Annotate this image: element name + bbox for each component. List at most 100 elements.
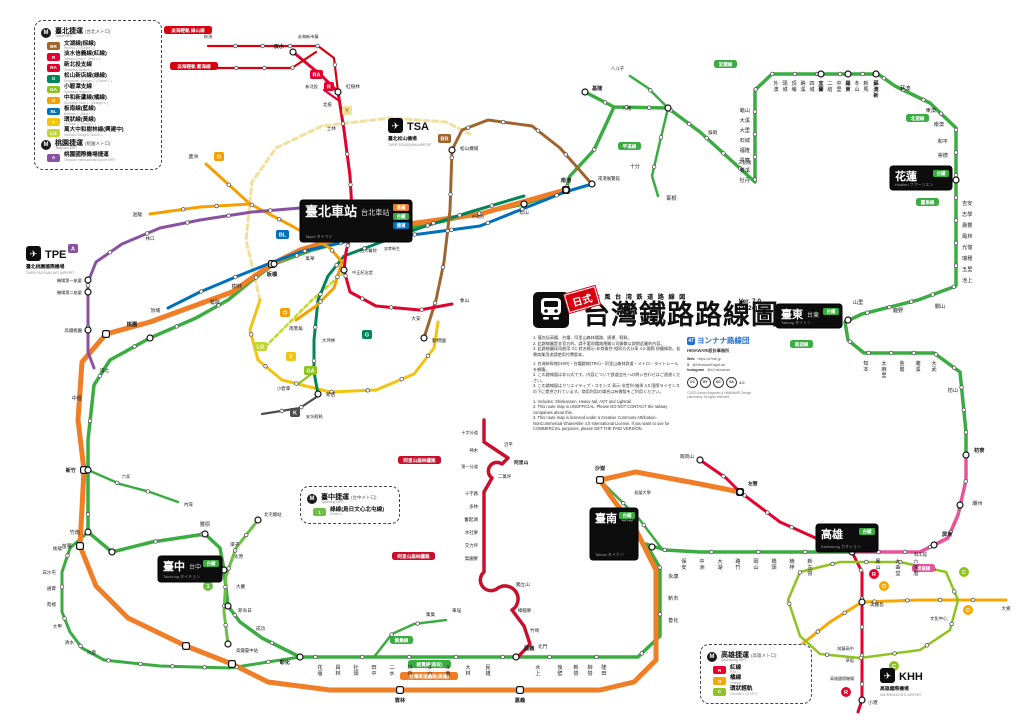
- line-name-badge: [170, 62, 218, 70]
- station-dot: [898, 559, 903, 565]
- station-dot: [658, 135, 664, 140]
- station-dot: [864, 559, 869, 565]
- station-label: 六塊厝: [913, 557, 918, 577]
- station-label: 貢寮: [740, 156, 750, 164]
- station-dot: [340, 121, 346, 126]
- station-label: 蘆洲: [188, 153, 198, 160]
- station-dot: [85, 283, 91, 288]
- station-dot: [311, 358, 317, 363]
- note-line: 1. 僅包括高鐵、台鐵、阿里山森林鐵路、捷運、輕軌。: [533, 335, 632, 341]
- station-label: 文化中心: [930, 615, 948, 622]
- station-dot: [602, 100, 608, 105]
- station-label: 柳營: [587, 663, 592, 677]
- line-badge-bl: BL: [47, 107, 60, 116]
- station-dot: [233, 274, 238, 280]
- station-label: 鹿野: [893, 306, 904, 314]
- station-dot: [592, 147, 597, 152]
- station-label: 第一分道: [461, 463, 479, 470]
- station-label: 樹林: [232, 282, 243, 290]
- station-dot: [78, 643, 83, 649]
- station-dot: [752, 177, 758, 182]
- station-label: 忠孝新生: [384, 245, 400, 251]
- station-dot: [951, 284, 957, 289]
- station-label: 頂埔: [150, 307, 160, 314]
- station-label: 潮州: [972, 499, 982, 507]
- legend-taoyuan-title-en: Taoyuan MRT: [55, 145, 78, 150]
- line-name-badge-text: 北迴線: [911, 115, 925, 122]
- station-label: 大湖: [717, 557, 722, 571]
- station-label: 外澳: [773, 79, 779, 93]
- copyright-line: ©2023 Kanari Akiyanen & HIMAWARI Design …: [687, 390, 752, 399]
- rail-line: [372, 618, 448, 659]
- station-label: 菁桐: [666, 194, 676, 202]
- station-dot: [554, 193, 559, 198]
- airport-code: KHH: [899, 671, 923, 683]
- interchange-station-marker: [588, 180, 596, 188]
- line-badge-g: G: [47, 75, 60, 83]
- hsr-station-marker: [75, 541, 84, 550]
- station-label: 機場第二航廈: [57, 289, 82, 296]
- line-letter-badge: [280, 308, 290, 317]
- station-dot: [232, 548, 238, 553]
- station-dot: [267, 208, 273, 213]
- line-name-badge: [618, 142, 641, 150]
- interchange-station-marker: [858, 696, 866, 704]
- station-dot: [449, 227, 454, 232]
- station-label: 沙崙: [595, 464, 606, 472]
- station-dot: [930, 292, 935, 297]
- line-name-badge: [790, 340, 813, 348]
- station-dot: [753, 87, 758, 92]
- station-dot: [624, 105, 629, 110]
- operator-tag: [203, 560, 219, 567]
- station-label: 北門: [538, 643, 548, 650]
- station-label: 小碧潭: [277, 385, 291, 392]
- station-label: 苑裡: [47, 601, 57, 608]
- station-dot: [721, 474, 726, 479]
- interchange-station-marker: [224, 602, 232, 610]
- train-icon: [533, 292, 569, 328]
- interchange-station-marker: [84, 288, 92, 296]
- station-label: 壽豐: [962, 221, 972, 229]
- line-label: 松山新店線(綠線)Songshan-Xindian L. (Green L.): [64, 73, 112, 84]
- station-label: 雙溪: [740, 166, 750, 174]
- station-dot: [900, 87, 906, 93]
- station-label: 苗栗: [62, 543, 72, 550]
- line-label: 文湖線(棕線)Wenhu L. (Brown L.): [64, 40, 96, 51]
- station-label: 潭子: [230, 541, 240, 548]
- line-name-badge-text: 集集線: [394, 637, 409, 644]
- note-line: 2. この路線図は非公式です。内容について鉄道会社への問い合わせはご遠慮ください…: [533, 372, 681, 383]
- legend-taoyuan-title-jp: (桃園メトロ): [84, 140, 111, 146]
- station-label: 豐原: [200, 520, 210, 528]
- line-letter-badge: [438, 134, 451, 143]
- station-label: 大里: [740, 126, 750, 134]
- station-label: 福隆: [740, 146, 751, 154]
- web-url: https://s7rail.jp: [697, 357, 721, 362]
- line-badge-br: BR: [47, 42, 60, 50]
- rail-line: [322, 88, 340, 102]
- operator-tag-text: 台鐵: [623, 512, 632, 519]
- design-studio: HIMAWARI設計事務所: [687, 348, 730, 354]
- station-dot: [952, 589, 957, 594]
- station-label: 斗南: [445, 665, 450, 677]
- hsr-station-marker: [396, 685, 405, 694]
- station-label: 南岡山: [680, 453, 695, 460]
- line-name-badge: [400, 672, 458, 680]
- station-dot: [905, 598, 910, 603]
- line-letter-badge-text: R: [327, 85, 331, 91]
- station-dot: [924, 643, 930, 648]
- station-dot: [457, 213, 462, 218]
- line-badge-1: 1: [313, 508, 326, 516]
- station-label: 社頭: [353, 663, 359, 677]
- version-label: Ver. 7.0 (2024): [738, 298, 761, 312]
- station-dot: [657, 565, 662, 570]
- interchange-station-marker: [108, 548, 116, 556]
- rail-line: [260, 270, 346, 352]
- line-name-badge: [714, 60, 737, 68]
- legend-taichung-title: 臺中捷運: [321, 494, 349, 501]
- station-dot: [887, 304, 892, 310]
- line-name-badge-text: 屏東線: [917, 565, 931, 572]
- note-line: 1. Includes: Shinkansen, Heavy-rail, AGT…: [533, 398, 633, 404]
- station-dot: [953, 150, 959, 155]
